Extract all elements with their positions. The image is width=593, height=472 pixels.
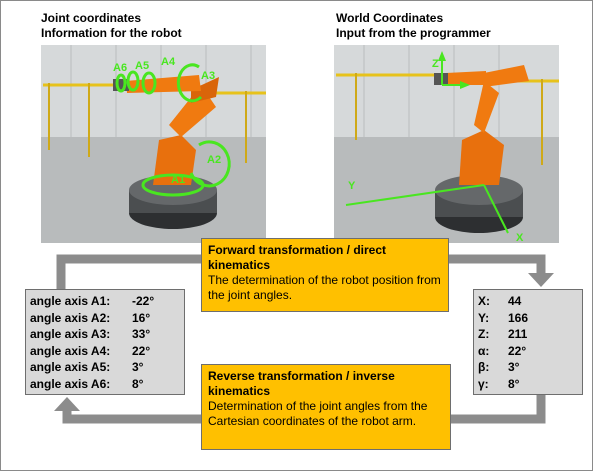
joint-angle-value: 22°: [132, 343, 151, 358]
world-coordinate-value: 22°: [508, 343, 527, 358]
joint-label-a3: A3: [201, 70, 215, 82]
left-heading-line2: Information for the robot: [41, 26, 182, 40]
joint-angle-value: 16°: [132, 310, 151, 325]
reverse-title: Reverse transformation / inverse kinemat…: [208, 369, 395, 398]
world-axis-z: Z: [432, 58, 439, 70]
reverse-transformation-callout: Reverse transformation / inverse kinemat…: [201, 364, 451, 450]
world-coordinate-value: 44: [508, 294, 522, 308]
joint-label-a6: A6: [113, 62, 127, 74]
joint-angle-value: 3°: [132, 360, 144, 374]
joint-angle-label: angle axis A6:: [30, 376, 111, 391]
forward-text: The determination of the robot position …: [208, 273, 441, 302]
joint-angle-value: -22°: [132, 294, 155, 308]
world-coordinate-label: β:: [478, 360, 490, 374]
joint-label-a2: A2: [207, 154, 221, 166]
joint-angle-label: angle axis A4:: [30, 343, 111, 358]
joint-angle-label: angle axis A3:: [30, 327, 111, 341]
joint-angle-value: 33°: [132, 327, 151, 341]
joint-robot-photo: A6 A5 A4 A3 A2 A1: [41, 45, 266, 243]
world-coordinate-value: 166: [508, 310, 529, 325]
world-axis-x: X: [516, 232, 524, 243]
world-coordinate-label: Z:: [478, 327, 490, 341]
world-coordinate-value: 8°: [508, 376, 520, 391]
right-heading-line2: Input from the programmer: [336, 26, 491, 40]
world-coordinate-value: 3°: [508, 360, 520, 374]
left-heading: Joint coordinates Information for the ro…: [41, 11, 182, 41]
joint-angle-label: angle axis A2:: [30, 310, 111, 325]
world-coordinate-label: γ:: [478, 376, 489, 391]
right-heading-line1: World Coordinates: [336, 11, 444, 25]
joint-label-a1: A1: [171, 174, 185, 186]
world-coordinate-label: Y:: [478, 310, 490, 325]
reverse-arrowhead: [54, 397, 80, 411]
world-coordinate-value: 211: [508, 327, 528, 341]
joint-angle-label: angle axis A5:: [30, 360, 111, 374]
world-coordinate-label: X:: [478, 294, 490, 308]
forward-title: Forward transformation / direct kinemati…: [208, 243, 387, 272]
joint-angle-label: angle axis A1:: [30, 294, 111, 308]
reverse-text: Determination of the joint angles from t…: [208, 399, 428, 428]
world-robot-photo: Z Y X: [334, 45, 559, 243]
left-heading-line1: Joint coordinates: [41, 11, 142, 25]
world-axis-y: Y: [348, 180, 356, 192]
right-heading: World Coordinates Input from the program…: [336, 11, 491, 41]
joint-angle-value: 8°: [132, 376, 144, 391]
joint-angles-box: angle axis A1: -22° angle axis A2: 16° angle…: [25, 289, 185, 395]
forward-transformation-callout: Forward transformation / direct kinemati…: [201, 238, 449, 312]
joint-label-a4: A4: [161, 56, 176, 68]
joint-label-a5: A5: [135, 60, 149, 72]
forward-arrowhead: [528, 273, 554, 287]
world-coordinate-label: α:: [478, 343, 490, 358]
